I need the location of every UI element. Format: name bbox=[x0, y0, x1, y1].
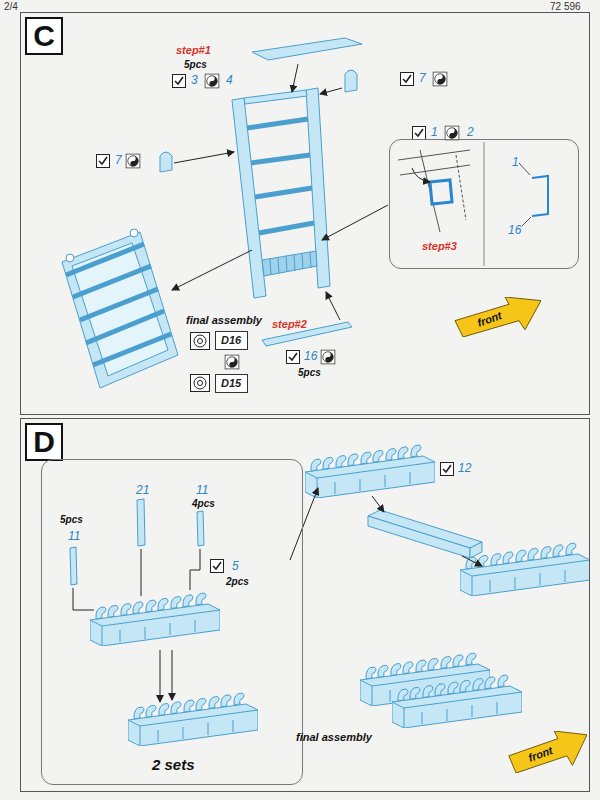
callout-number: 11 bbox=[68, 530, 80, 544]
step-label: step#3 bbox=[422, 240, 457, 253]
callout-number: 7 bbox=[419, 72, 426, 86]
detail-inset: 5pcs1121114pcs52pcs2 sets bbox=[41, 459, 303, 785]
front-arrow: front bbox=[453, 297, 541, 337]
callout-number: 5 bbox=[232, 560, 239, 574]
quantity-label: 5pcs bbox=[184, 59, 207, 71]
callout-number: 7 bbox=[115, 154, 122, 168]
callout-number: 12 bbox=[458, 462, 471, 476]
callout-number: 16 bbox=[304, 350, 317, 364]
quantity-label: 2pcs bbox=[226, 576, 249, 588]
sheet-number: 72 596 bbox=[550, 1, 581, 13]
section-letter: C bbox=[25, 17, 63, 55]
page-number: 2/4 bbox=[4, 1, 18, 13]
quantity-label: 5pcs bbox=[60, 514, 83, 526]
quantity-label: 5pcs bbox=[298, 367, 321, 379]
part-number: D15 bbox=[221, 377, 241, 390]
clamp-part bbox=[90, 445, 590, 746]
quantity-label: 4pcs bbox=[192, 498, 215, 510]
callout-number: 11 bbox=[196, 484, 208, 498]
assembled-ladder bbox=[62, 229, 178, 388]
etched-strip bbox=[252, 38, 362, 346]
part-box: D15 bbox=[215, 374, 248, 393]
part-box: D16 bbox=[215, 331, 248, 350]
part-number: D16 bbox=[221, 334, 241, 347]
etch-icon bbox=[211, 463, 454, 573]
etch-icon bbox=[97, 72, 460, 392]
callout-number: 4 bbox=[226, 74, 233, 88]
set-count: 2 sets bbox=[152, 756, 195, 773]
callout-number: 1 bbox=[512, 156, 519, 170]
callout-number: 3 bbox=[191, 74, 198, 88]
assembly-note: final assembly bbox=[296, 731, 372, 744]
detail-sketch bbox=[398, 142, 548, 266]
detail-inset: step#3 1 16 bbox=[389, 139, 579, 269]
clip-part bbox=[160, 70, 357, 172]
leader-line bbox=[73, 549, 200, 610]
step-label: step#2 bbox=[272, 318, 307, 331]
leader-arrow bbox=[160, 488, 482, 702]
callout-number: 16 bbox=[508, 224, 521, 238]
ladder-part bbox=[232, 88, 330, 298]
front-arrow: front bbox=[507, 731, 587, 773]
bar-part bbox=[368, 510, 482, 558]
callout-number: 1 bbox=[431, 126, 438, 140]
etched-strip bbox=[70, 499, 204, 585]
callout-number: 2 bbox=[467, 126, 474, 140]
section-letter: D bbox=[25, 423, 63, 461]
step-label: step#1 bbox=[176, 44, 211, 57]
assembly-note: final assembly bbox=[186, 314, 262, 327]
callout-number: 21 bbox=[136, 484, 149, 498]
leader-arrow bbox=[172, 64, 388, 320]
